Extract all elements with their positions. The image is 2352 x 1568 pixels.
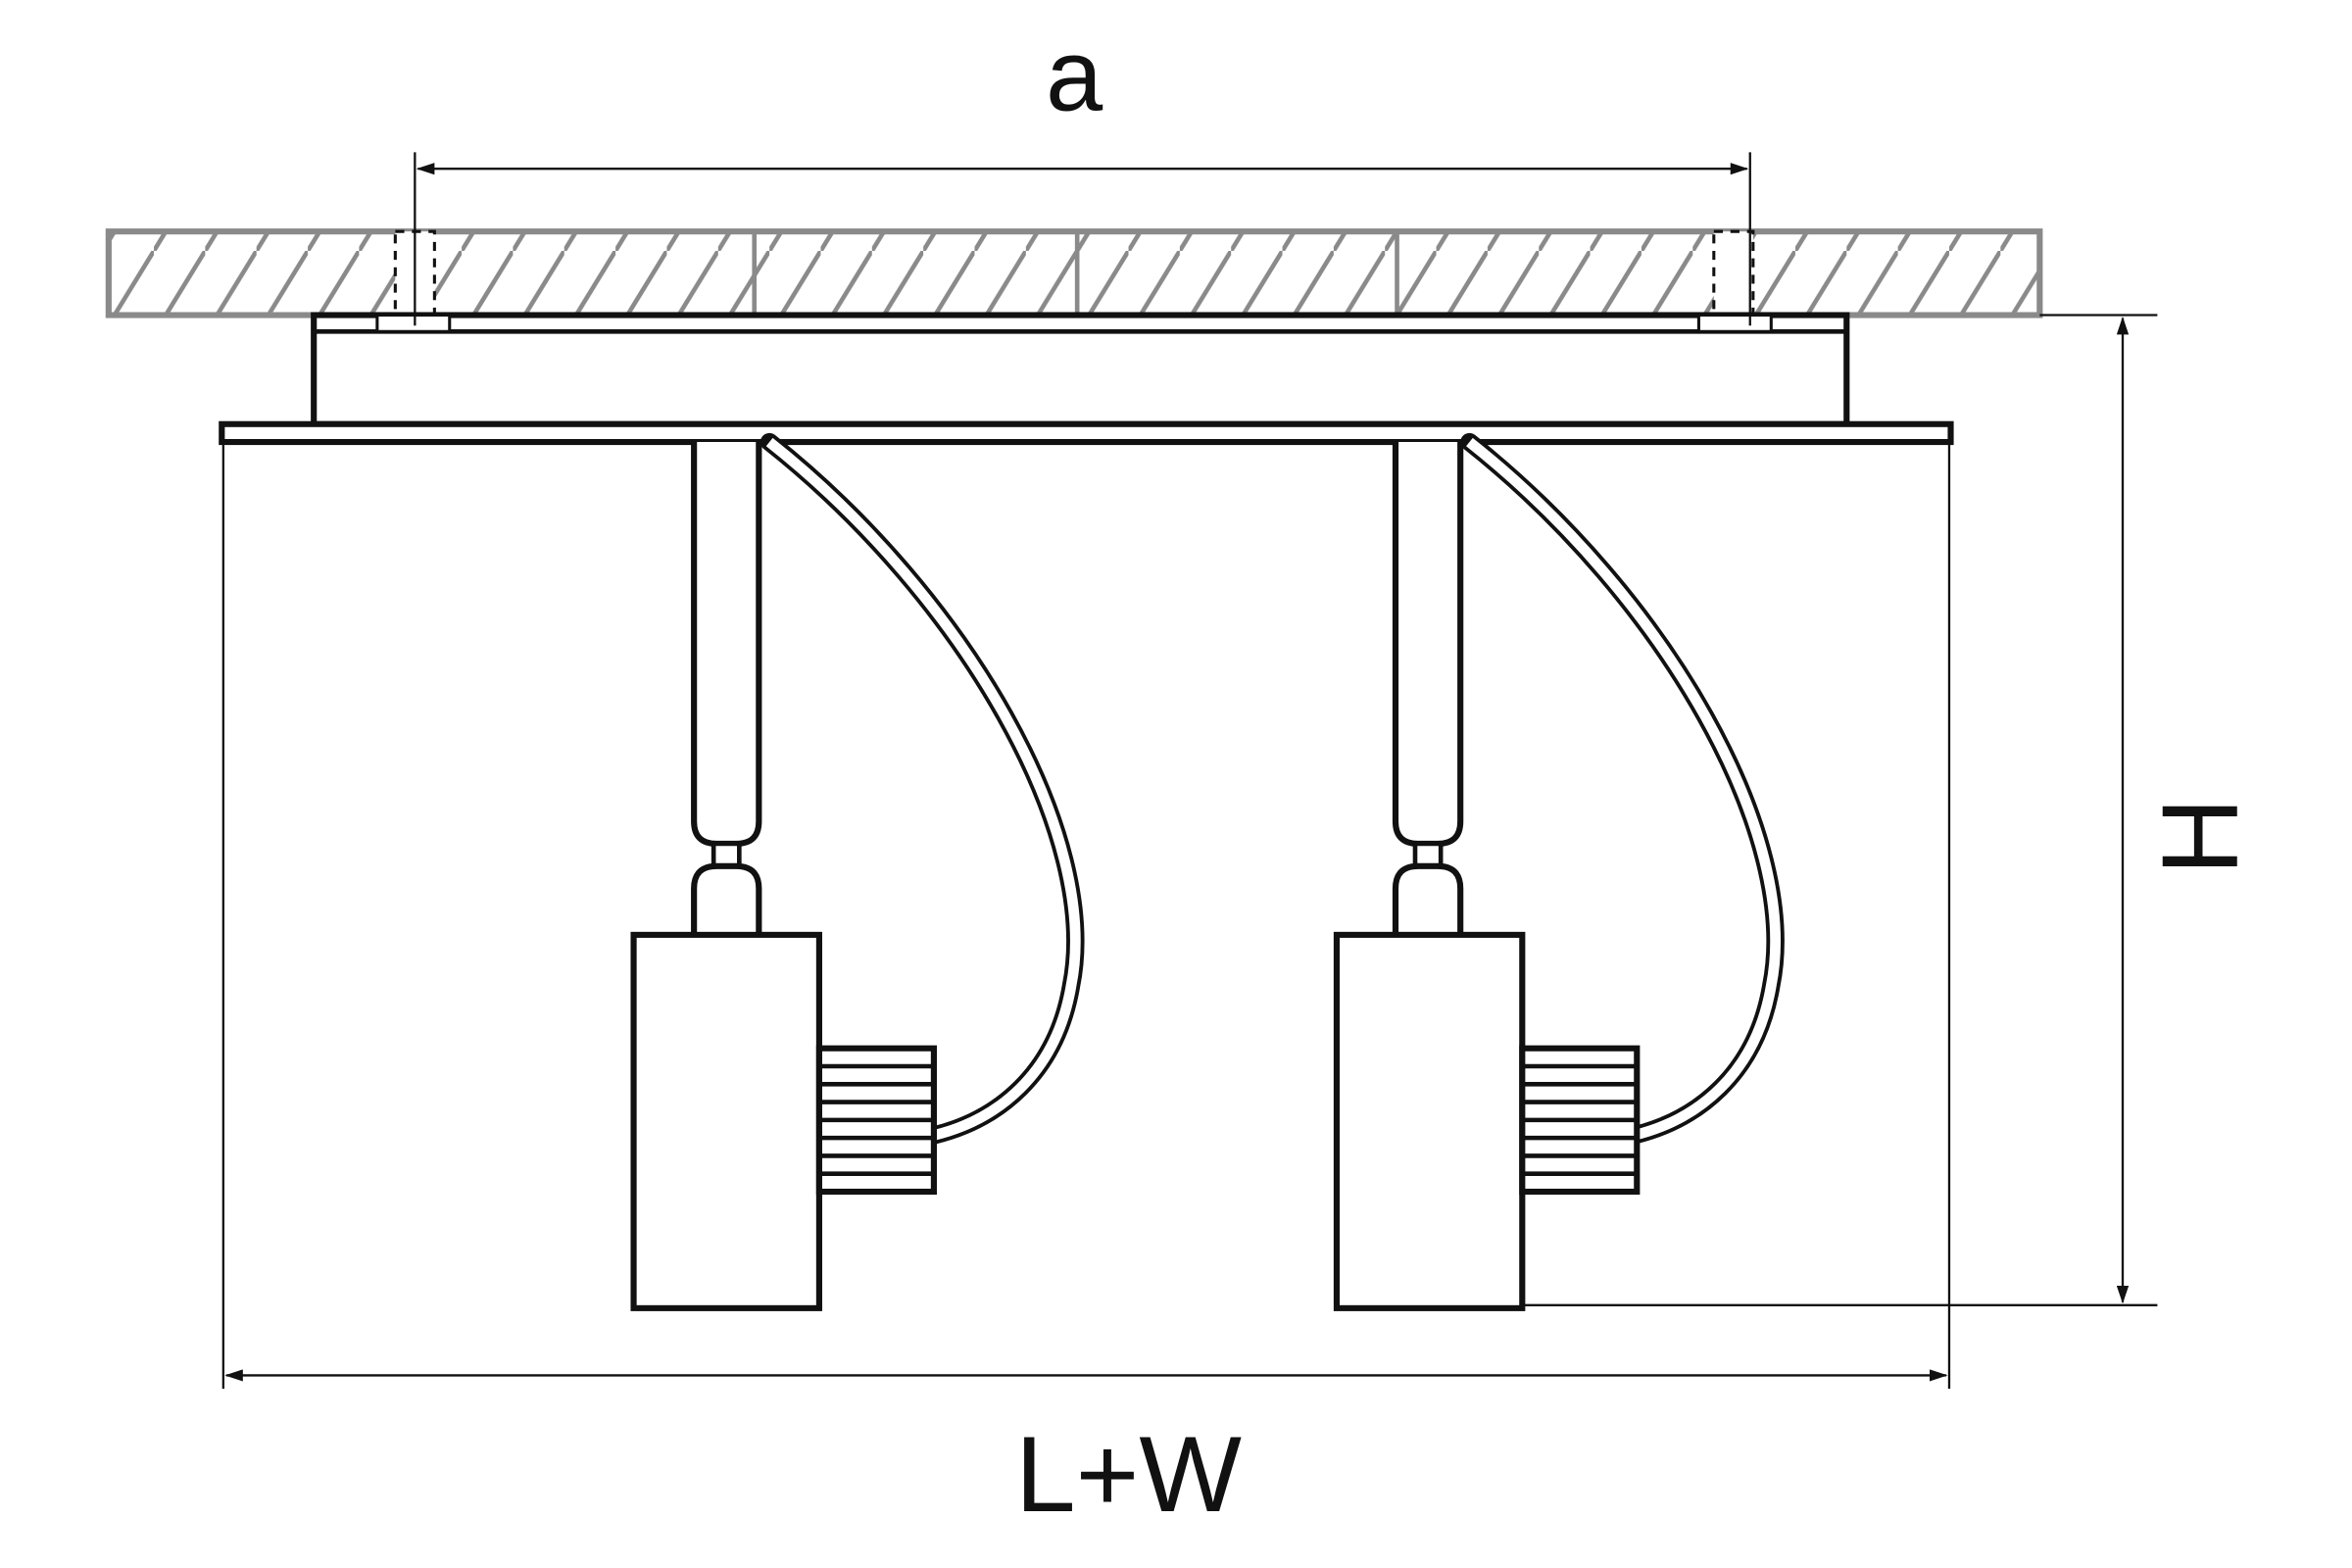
stem-right [1392, 442, 1464, 847]
spotlight-left [630, 432, 1085, 1311]
mounting-box [311, 312, 1850, 427]
dimension-h [1522, 314, 2158, 1306]
joint-left [710, 841, 742, 869]
heatsink-left [815, 1045, 937, 1196]
base-plate [219, 420, 1954, 446]
neck-left [691, 862, 762, 935]
lamp-body-right [1333, 931, 1526, 1311]
stem-left [691, 442, 762, 847]
ceiling-slab [105, 228, 2043, 332]
neck-right [1392, 862, 1464, 935]
dimension-h-label: H [2139, 798, 2261, 875]
dimension-lw [221, 442, 1951, 1390]
dimension-a-label: a [1046, 20, 1102, 132]
lamp-body-left [630, 931, 822, 1311]
joint-right [1412, 841, 1444, 869]
dimension-a [414, 152, 1751, 326]
heatsink-right [1519, 1045, 1641, 1196]
spotlight-right [1333, 432, 1785, 1311]
dimension-lw-label: L+W [1015, 1415, 1242, 1535]
